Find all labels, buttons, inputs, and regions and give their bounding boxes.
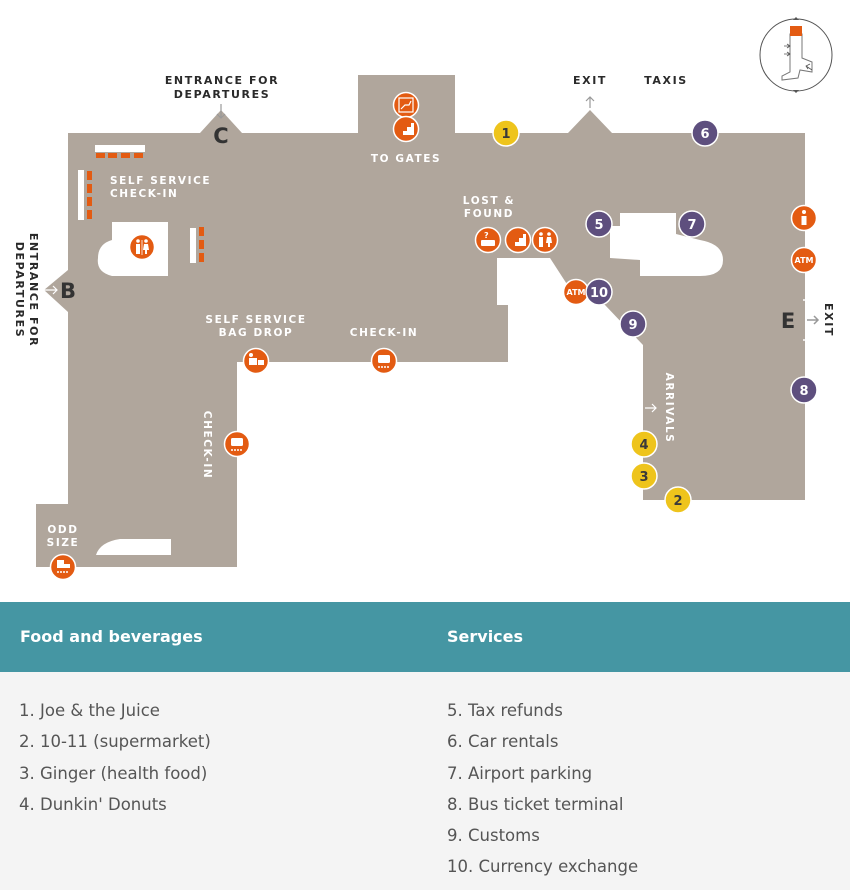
bag-drop-icon <box>242 347 270 375</box>
restroom-icon-2 <box>531 226 559 254</box>
terminal-locator-inset <box>759 17 833 93</box>
svg-text:7: 7 <box>687 218 696 233</box>
service-marker-5: 5 <box>585 210 613 238</box>
svg-text:6: 6 <box>700 127 709 142</box>
legend-services-list: 5. Tax refunds 6. Car rentals 7. Airport… <box>447 697 638 885</box>
service-marker-10: 10 <box>585 278 613 306</box>
entrance-letter-b: B <box>60 279 76 303</box>
check-in-vertical-label: CHECK-IN <box>201 411 213 479</box>
legend-service-item: 8. Bus ticket terminal <box>447 794 624 814</box>
lost-found-line1: LOST & <box>463 195 515 207</box>
escalator-icon <box>392 91 420 119</box>
svg-text:5: 5 <box>594 218 603 233</box>
restroom-icon <box>128 233 156 261</box>
information-icon <box>790 204 818 232</box>
odd-size-line2: SIZE <box>47 537 80 549</box>
self-service-checkin-line1: SELF SERVICE <box>110 175 211 187</box>
entrance-c-label-line1: ENTRANCE FOR <box>165 74 279 87</box>
legend-food-list: 1. Joe & the Juice 2. 10-11 (supermarket… <box>19 697 211 822</box>
food-marker-1: 1 <box>492 119 520 147</box>
legend-service-item: 7. Airport parking <box>447 763 593 783</box>
bag-drop-line2: BAG DROP <box>219 327 294 339</box>
to-gates-label: TO GATES <box>371 153 441 165</box>
lost-found-icon: ? <box>474 226 502 254</box>
legend-body <box>0 672 850 890</box>
legend-service-item: 9. Customs <box>447 826 540 846</box>
odd-size-line1: ODD <box>47 524 78 536</box>
legend-food-item: 1. Joe & the Juice <box>19 701 160 720</box>
arrivals-label: ARRIVALS <box>663 373 675 444</box>
entrance-c-label-line2: DEPARTURES <box>174 88 271 101</box>
stairs-icon <box>392 115 420 143</box>
airport-map: C B E ENTRANCE FOR DEPARTURES EXIT TAXIS… <box>13 17 835 581</box>
entrance-letter-c: C <box>213 124 228 148</box>
check-in-label: CHECK-IN <box>350 327 418 339</box>
legend-service-item: 5. Tax refunds <box>447 701 563 720</box>
food-marker-3: 3 <box>630 462 658 490</box>
food-marker-2: 2 <box>664 486 692 514</box>
taxis-label: TAXIS <box>644 74 688 87</box>
svg-text:9: 9 <box>628 318 637 333</box>
exit-right-label: EXIT <box>822 303 835 337</box>
svg-text:ATM: ATM <box>795 256 814 265</box>
entrance-b-label-line1: ENTRANCE FOR <box>27 233 40 347</box>
food-marker-4: 4 <box>630 430 658 458</box>
svg-text:ATM: ATM <box>567 288 586 297</box>
svg-text:1: 1 <box>501 127 510 142</box>
exit-top-label: EXIT <box>573 74 607 87</box>
legend-service-item: 10. Currency exchange <box>447 857 639 877</box>
entrance-b-label-line2: DEPARTURES <box>13 242 26 339</box>
luggage-check-in-icon-2 <box>223 430 251 458</box>
lost-found-line2: FOUND <box>464 208 514 220</box>
stairs-icon-2 <box>504 226 532 254</box>
atm-icon: ATM <box>790 246 818 274</box>
service-marker-7: 7 <box>678 210 706 238</box>
svg-text:3: 3 <box>639 470 648 485</box>
legend-service-item: 6. Car rentals <box>447 732 559 752</box>
bag-drop-line1: SELF SERVICE <box>205 314 306 326</box>
svg-text:2: 2 <box>673 494 682 509</box>
odd-size-baggage-icon <box>49 553 77 581</box>
legend-services-title: Services <box>447 627 524 646</box>
entrance-letter-e: E <box>781 309 795 333</box>
interior-voids <box>96 213 723 555</box>
svg-text:4: 4 <box>639 438 648 453</box>
entrance-arrows <box>43 96 657 413</box>
legend-food-item: 2. 10-11 (supermarket) <box>19 732 211 752</box>
svg-text:10: 10 <box>590 286 608 301</box>
svg-text:8: 8 <box>799 384 808 399</box>
service-marker-6: 6 <box>691 119 719 147</box>
exit-e-markers <box>803 299 820 341</box>
service-marker-9: 9 <box>619 310 647 338</box>
self-service-checkin-line2: CHECK-IN <box>110 188 178 200</box>
legend-header-bar <box>0 602 850 672</box>
luggage-check-in-icon <box>370 347 398 375</box>
legend-food-item: 4. Dunkin' Donuts <box>19 794 167 814</box>
checkin-desks <box>78 145 204 262</box>
svg-text:?: ? <box>484 231 489 240</box>
legend-food-item: 3. Ginger (health food) <box>19 763 208 783</box>
atm-icon-2: ATM <box>562 278 590 306</box>
service-marker-8: 8 <box>790 376 818 404</box>
legend-food-title: Food and beverages <box>20 627 203 646</box>
